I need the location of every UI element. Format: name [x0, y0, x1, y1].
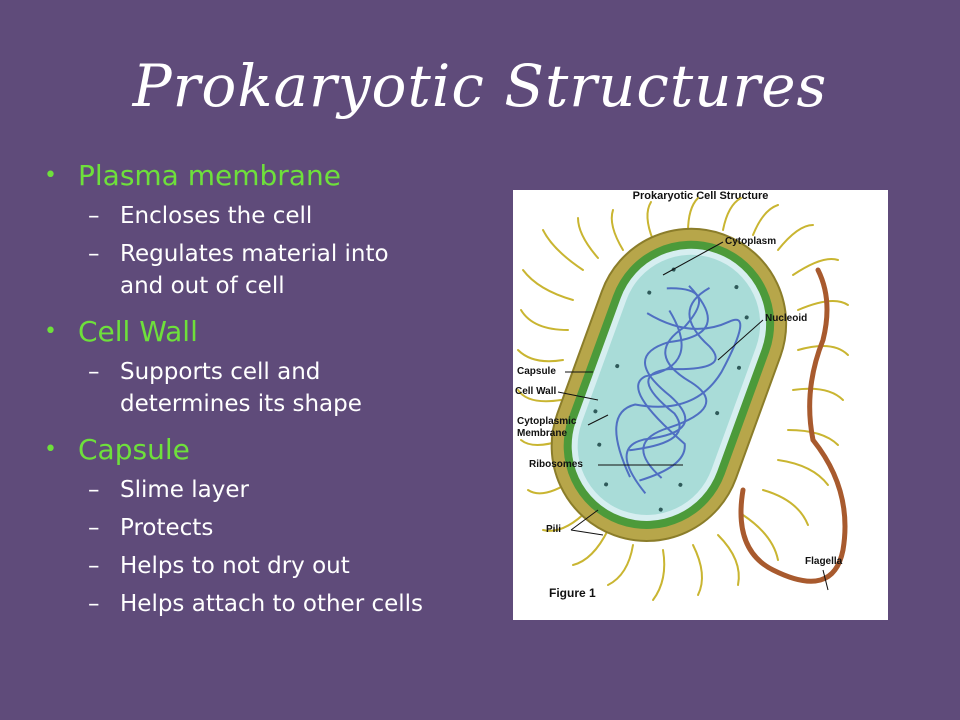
label-pili: Pili — [546, 524, 562, 535]
dash-icon: – — [88, 553, 100, 579]
figure-caption: Figure 1 — [549, 586, 596, 600]
slide-title: Prokaryotic Structures — [132, 52, 828, 120]
cell-diagram-figure: Prokaryotic Cell Structure — [513, 190, 888, 620]
dash-icon: – — [88, 515, 100, 541]
bullet-plasma-membrane: • Plasma membrane — [44, 159, 341, 192]
bullet-dot-icon: • — [44, 437, 57, 462]
label-flagella: Flagella — [805, 556, 843, 567]
label-capsule: Capsule — [517, 366, 556, 377]
dash-icon: – — [88, 359, 100, 385]
sub-bullet: – Supports cell and — [40, 356, 480, 388]
bullet-list: • Plasma membrane – Encloses the cell – … — [40, 158, 480, 620]
figure-title: Prokaryotic Cell Structure — [632, 190, 769, 202]
label-nucleoid: Nucleoid — [765, 313, 808, 324]
label-cytoplasm: Cytoplasm — [725, 236, 777, 247]
label-membrane: Membrane — [517, 428, 568, 439]
bacterium-illustration — [517, 197, 849, 601]
label-cell-wall: Cell Wall — [515, 386, 557, 397]
bullet-cell-wall: • Cell Wall — [44, 315, 198, 348]
dash-icon: – — [88, 477, 100, 503]
sub-bullet: – Helps to not dry out — [40, 550, 480, 582]
label-leader-lines — [557, 241, 829, 591]
label-ribosomes: Ribosomes — [529, 459, 583, 470]
cytoplasm-region — [577, 254, 761, 515]
dash-icon: – — [88, 203, 100, 229]
dash-icon: – — [88, 241, 100, 267]
bullet-capsule: • Capsule — [44, 433, 190, 466]
sub-bullet: – Helps attach to other cells — [40, 588, 480, 620]
flagellum — [738, 267, 848, 584]
sub-bullet: – Slime layer — [40, 474, 480, 506]
sub-bullet: – Regulates material into — [40, 238, 480, 270]
sub-bullet-continuation: and out of cell — [120, 273, 285, 299]
label-cytoplasmic: Cytoplasmic — [517, 416, 577, 427]
sub-bullet: – Encloses the cell — [40, 200, 480, 232]
dash-icon: – — [88, 591, 100, 617]
bullet-dot-icon: • — [44, 163, 57, 188]
ribosomes — [593, 267, 749, 512]
sub-bullet-continuation: determines its shape — [120, 391, 362, 417]
pili-group — [517, 197, 849, 601]
sub-bullet: – Protects — [40, 512, 480, 544]
bullet-dot-icon: • — [44, 319, 57, 344]
nucleoid-dna — [615, 285, 742, 494]
